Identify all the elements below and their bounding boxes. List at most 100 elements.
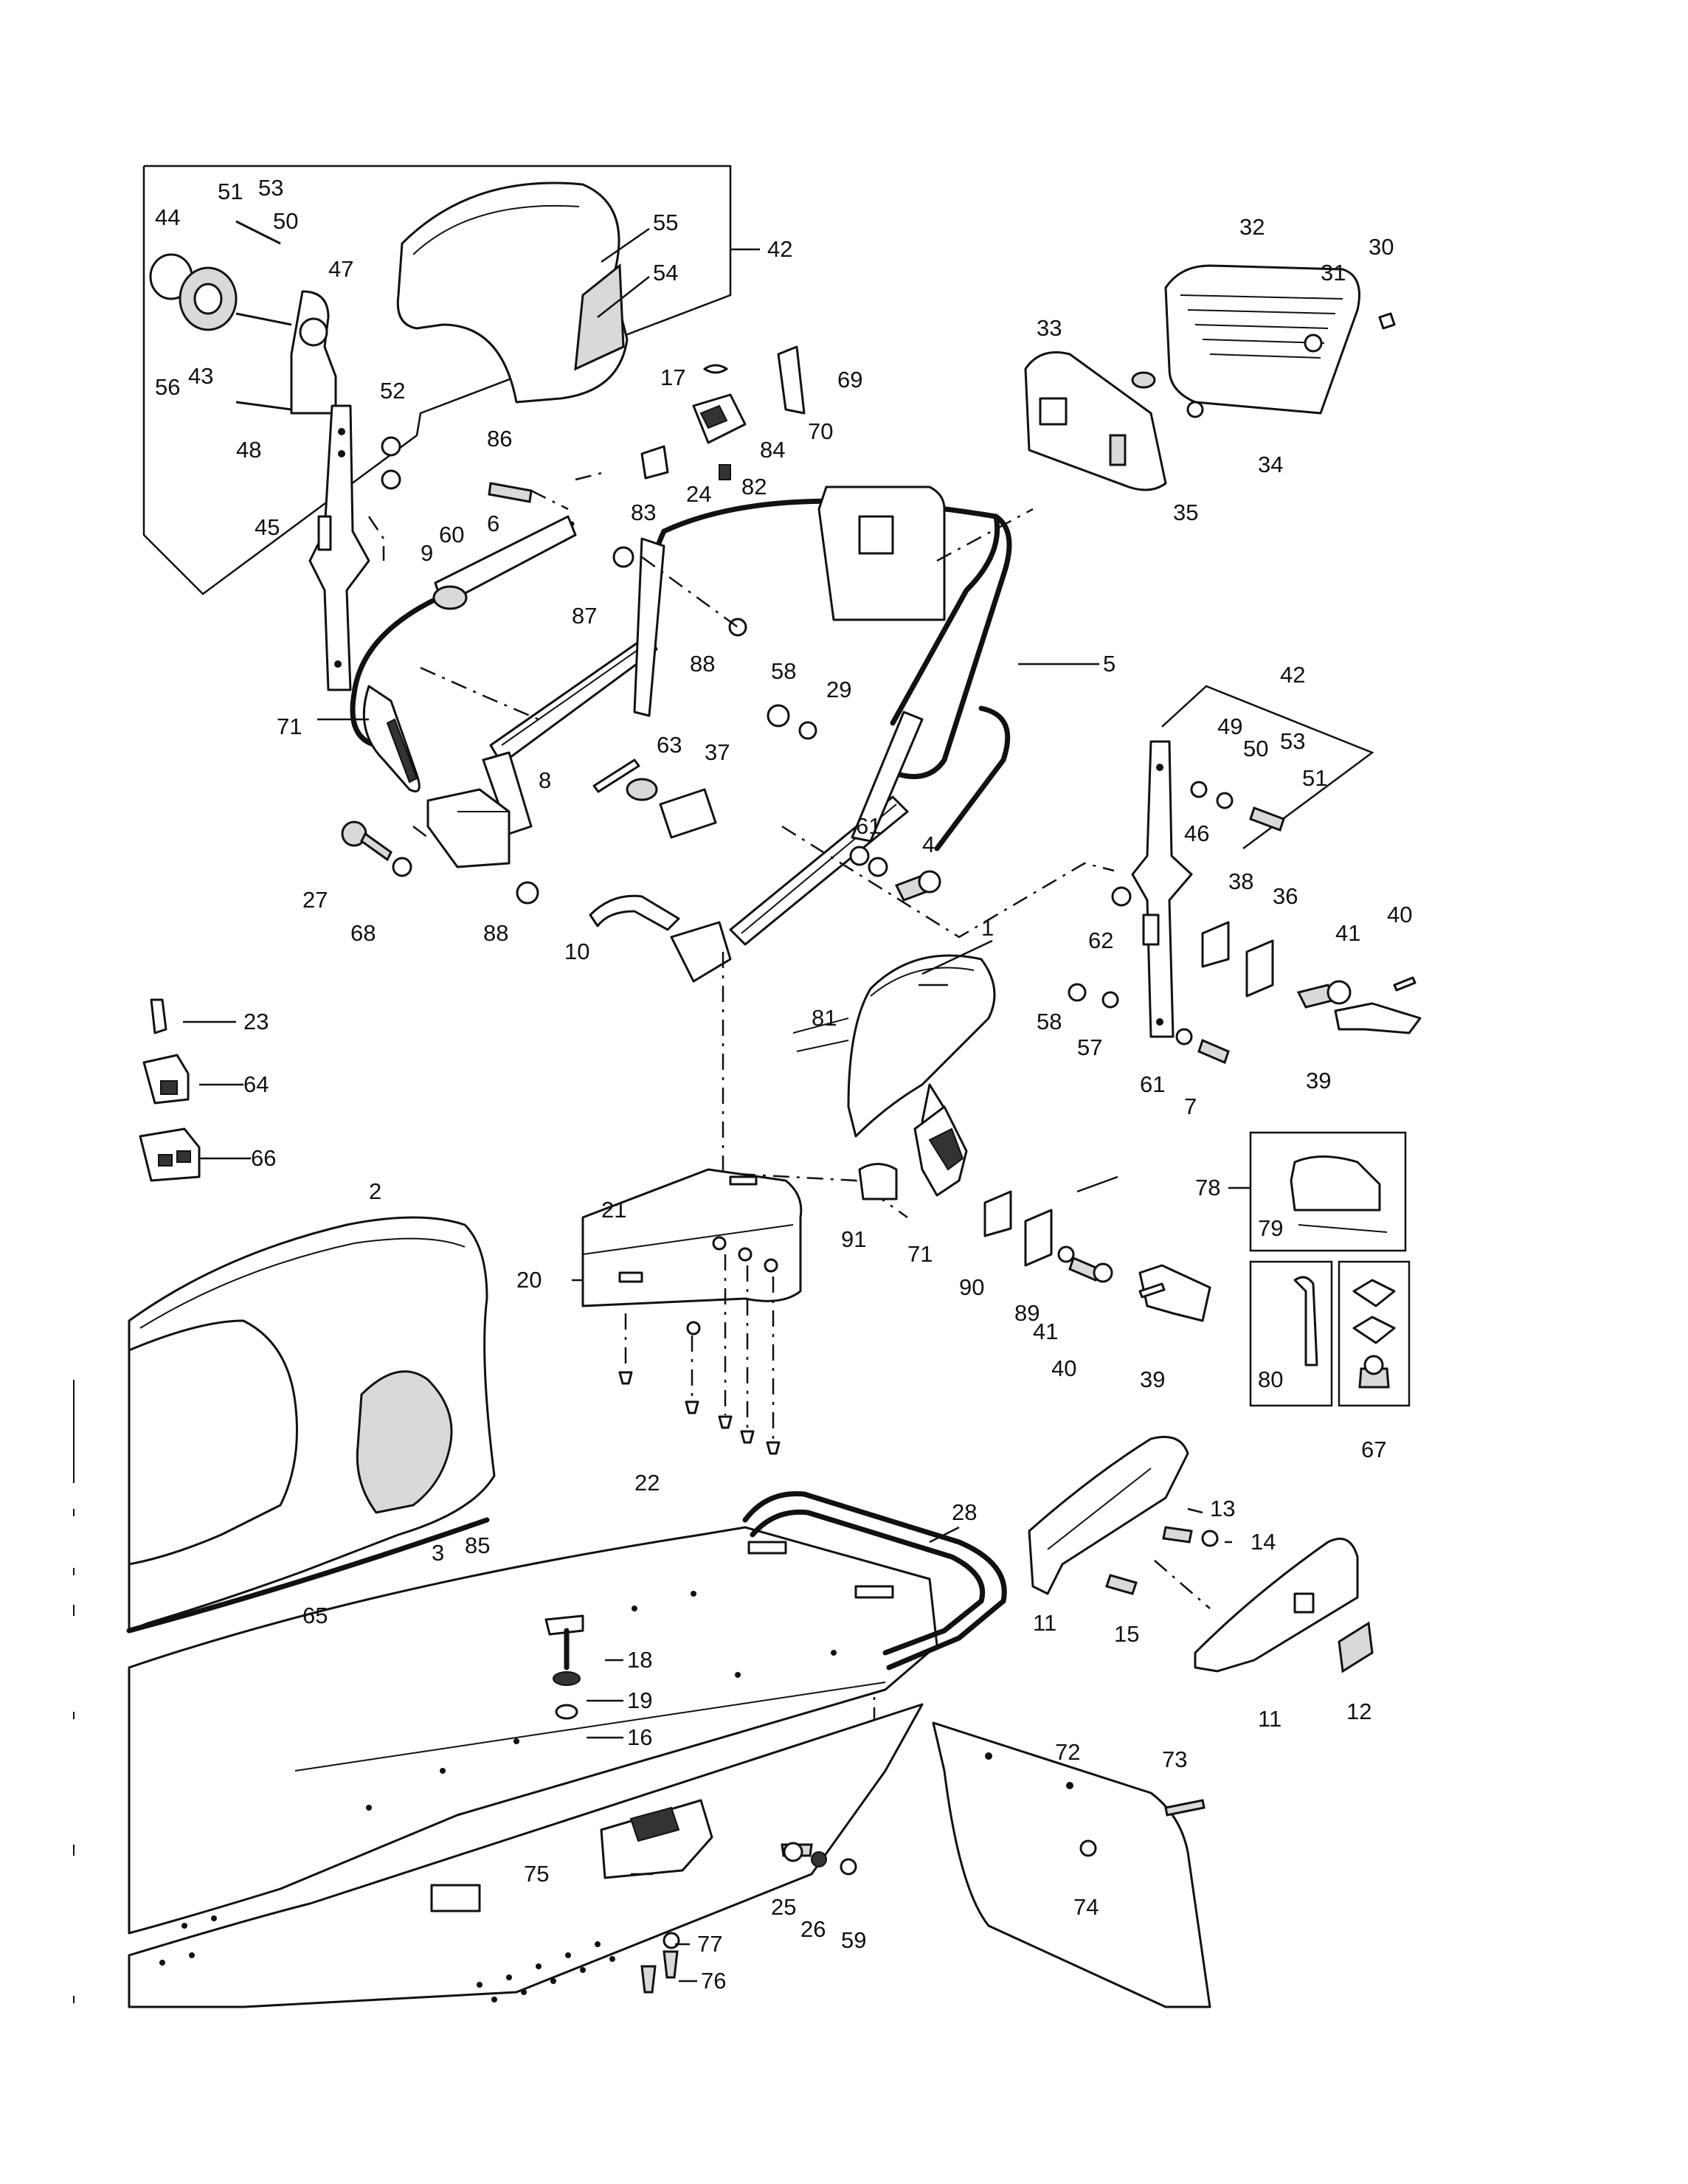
- callout-91: 91: [841, 1226, 866, 1252]
- callout-11b: 11: [1258, 1706, 1281, 1732]
- grab-handle-frame-5: [639, 485, 1012, 851]
- callout-87: 87: [572, 603, 597, 629]
- callout-61b: 61: [1140, 1071, 1165, 1097]
- callout-53b: 53: [1280, 728, 1305, 754]
- callout-9: 9: [421, 540, 433, 566]
- callout-45: 45: [255, 514, 280, 540]
- bolt-4: [894, 870, 941, 902]
- snow-flap-72: [932, 1721, 1211, 2008]
- rear-cover-11-left: [1028, 1436, 1189, 1595]
- callout-75: 75: [524, 1861, 549, 1887]
- callout-71a: 71: [277, 713, 302, 739]
- callout-85: 85: [465, 1532, 490, 1558]
- callout-15: 15: [1114, 1621, 1139, 1647]
- callout-12: 12: [1346, 1699, 1372, 1724]
- callout-27: 27: [302, 887, 328, 913]
- callout-67: 67: [1361, 1437, 1386, 1462]
- callout-23: 23: [243, 1009, 269, 1034]
- backrest-bracket-47: [149, 220, 337, 415]
- callout-68: 68: [350, 920, 376, 946]
- callout-32: 32: [1239, 214, 1265, 240]
- callout-43: 43: [188, 363, 213, 389]
- callout-65: 65: [302, 1603, 328, 1628]
- callout-71b: 71: [907, 1241, 933, 1267]
- tail-light-housing-35: [1024, 351, 1167, 491]
- terminal-23: [150, 998, 167, 1034]
- callout-34: 34: [1258, 452, 1283, 477]
- callout-62: 62: [1088, 927, 1113, 953]
- callout-79: 79: [1258, 1215, 1283, 1241]
- callout-44: 44: [155, 204, 180, 230]
- callout-47: 47: [328, 256, 353, 282]
- mount-bracket-left: [426, 788, 511, 868]
- hardware-25-26-59: [781, 1842, 857, 1876]
- callout-53a: 53: [258, 175, 283, 201]
- callout-59: 59: [841, 1927, 866, 1953]
- callout-66: 66: [251, 1145, 276, 1171]
- callout-35: 35: [1173, 500, 1198, 525]
- latch-39-lower: [983, 1190, 1211, 1322]
- callout-89: 89: [1014, 1300, 1040, 1326]
- callout-31: 31: [1321, 260, 1346, 286]
- latch-39-upper: [1068, 921, 1422, 1065]
- callout-77: 77: [697, 1931, 722, 1957]
- callout-numbers: 1 2 3 4 5 6 7 8 9 10 11 11 12 13 14 15 1…: [155, 175, 1412, 1994]
- callout-70: 70: [808, 418, 833, 444]
- callout-61a: 61: [856, 813, 881, 839]
- cover-20: [581, 1168, 803, 1335]
- chassis-tunnel: [128, 1526, 938, 2008]
- pad-37: [659, 788, 717, 839]
- bolt-27: [341, 820, 392, 862]
- strut-right: [851, 711, 924, 843]
- callout-88b: 88: [483, 920, 508, 946]
- callout-13: 13: [1210, 1496, 1235, 1521]
- callout-39b: 39: [1140, 1366, 1165, 1392]
- callout-6: 6: [487, 511, 499, 536]
- callout-48: 48: [236, 437, 261, 463]
- callout-36: 36: [1273, 883, 1298, 909]
- callout-1: 1: [981, 915, 994, 941]
- grip-71-lower: [858, 1105, 968, 1200]
- callout-46: 46: [1184, 820, 1209, 846]
- callout-37: 37: [705, 739, 730, 765]
- callout-40b: 40: [1051, 1355, 1076, 1381]
- callout-16: 16: [627, 1724, 652, 1750]
- callout-82: 82: [741, 474, 767, 500]
- callout-78: 78: [1195, 1175, 1220, 1200]
- rear-bumper-28: [742, 1490, 1007, 1670]
- connector-64: [142, 1054, 190, 1105]
- kit-box-78: [1228, 1131, 1407, 1252]
- callout-50b: 50: [1243, 736, 1268, 761]
- kit-box-80: [1249, 1260, 1333, 1407]
- callout-58b: 58: [1037, 1009, 1062, 1034]
- callout-38: 38: [1228, 868, 1253, 894]
- step-plate-75: [600, 1799, 713, 1994]
- clip-10: [589, 894, 680, 931]
- callout-42a: 42: [767, 236, 792, 262]
- callout-56: 56: [155, 374, 180, 400]
- side-rail-6: [350, 515, 577, 748]
- tnut-stack: [544, 1614, 584, 1720]
- callout-20: 20: [516, 1267, 542, 1293]
- backrest-cushion: [396, 182, 650, 404]
- backrest-1: [792, 954, 996, 1156]
- callout-8: 8: [539, 767, 551, 793]
- callout-50a: 50: [273, 208, 298, 234]
- callout-10: 10: [564, 939, 589, 964]
- callout-7: 7: [1184, 1093, 1197, 1119]
- callout-55: 55: [653, 210, 678, 235]
- callout-90: 90: [959, 1274, 984, 1300]
- grip-71-left: [362, 685, 421, 792]
- callout-81: 81: [812, 1005, 837, 1031]
- callout-57: 57: [1077, 1034, 1102, 1060]
- callout-40a: 40: [1387, 902, 1412, 927]
- callout-88a: 88: [690, 651, 715, 677]
- callout-69: 69: [837, 367, 862, 393]
- callout-41a: 41: [1335, 920, 1360, 946]
- seat-2: [126, 1216, 496, 1634]
- kit-outline-42-right: [1111, 685, 1374, 1038]
- connector-84: [640, 345, 806, 480]
- nuts-52: [381, 436, 401, 490]
- callout-5: 5: [1103, 651, 1115, 677]
- callout-51a: 51: [218, 179, 243, 204]
